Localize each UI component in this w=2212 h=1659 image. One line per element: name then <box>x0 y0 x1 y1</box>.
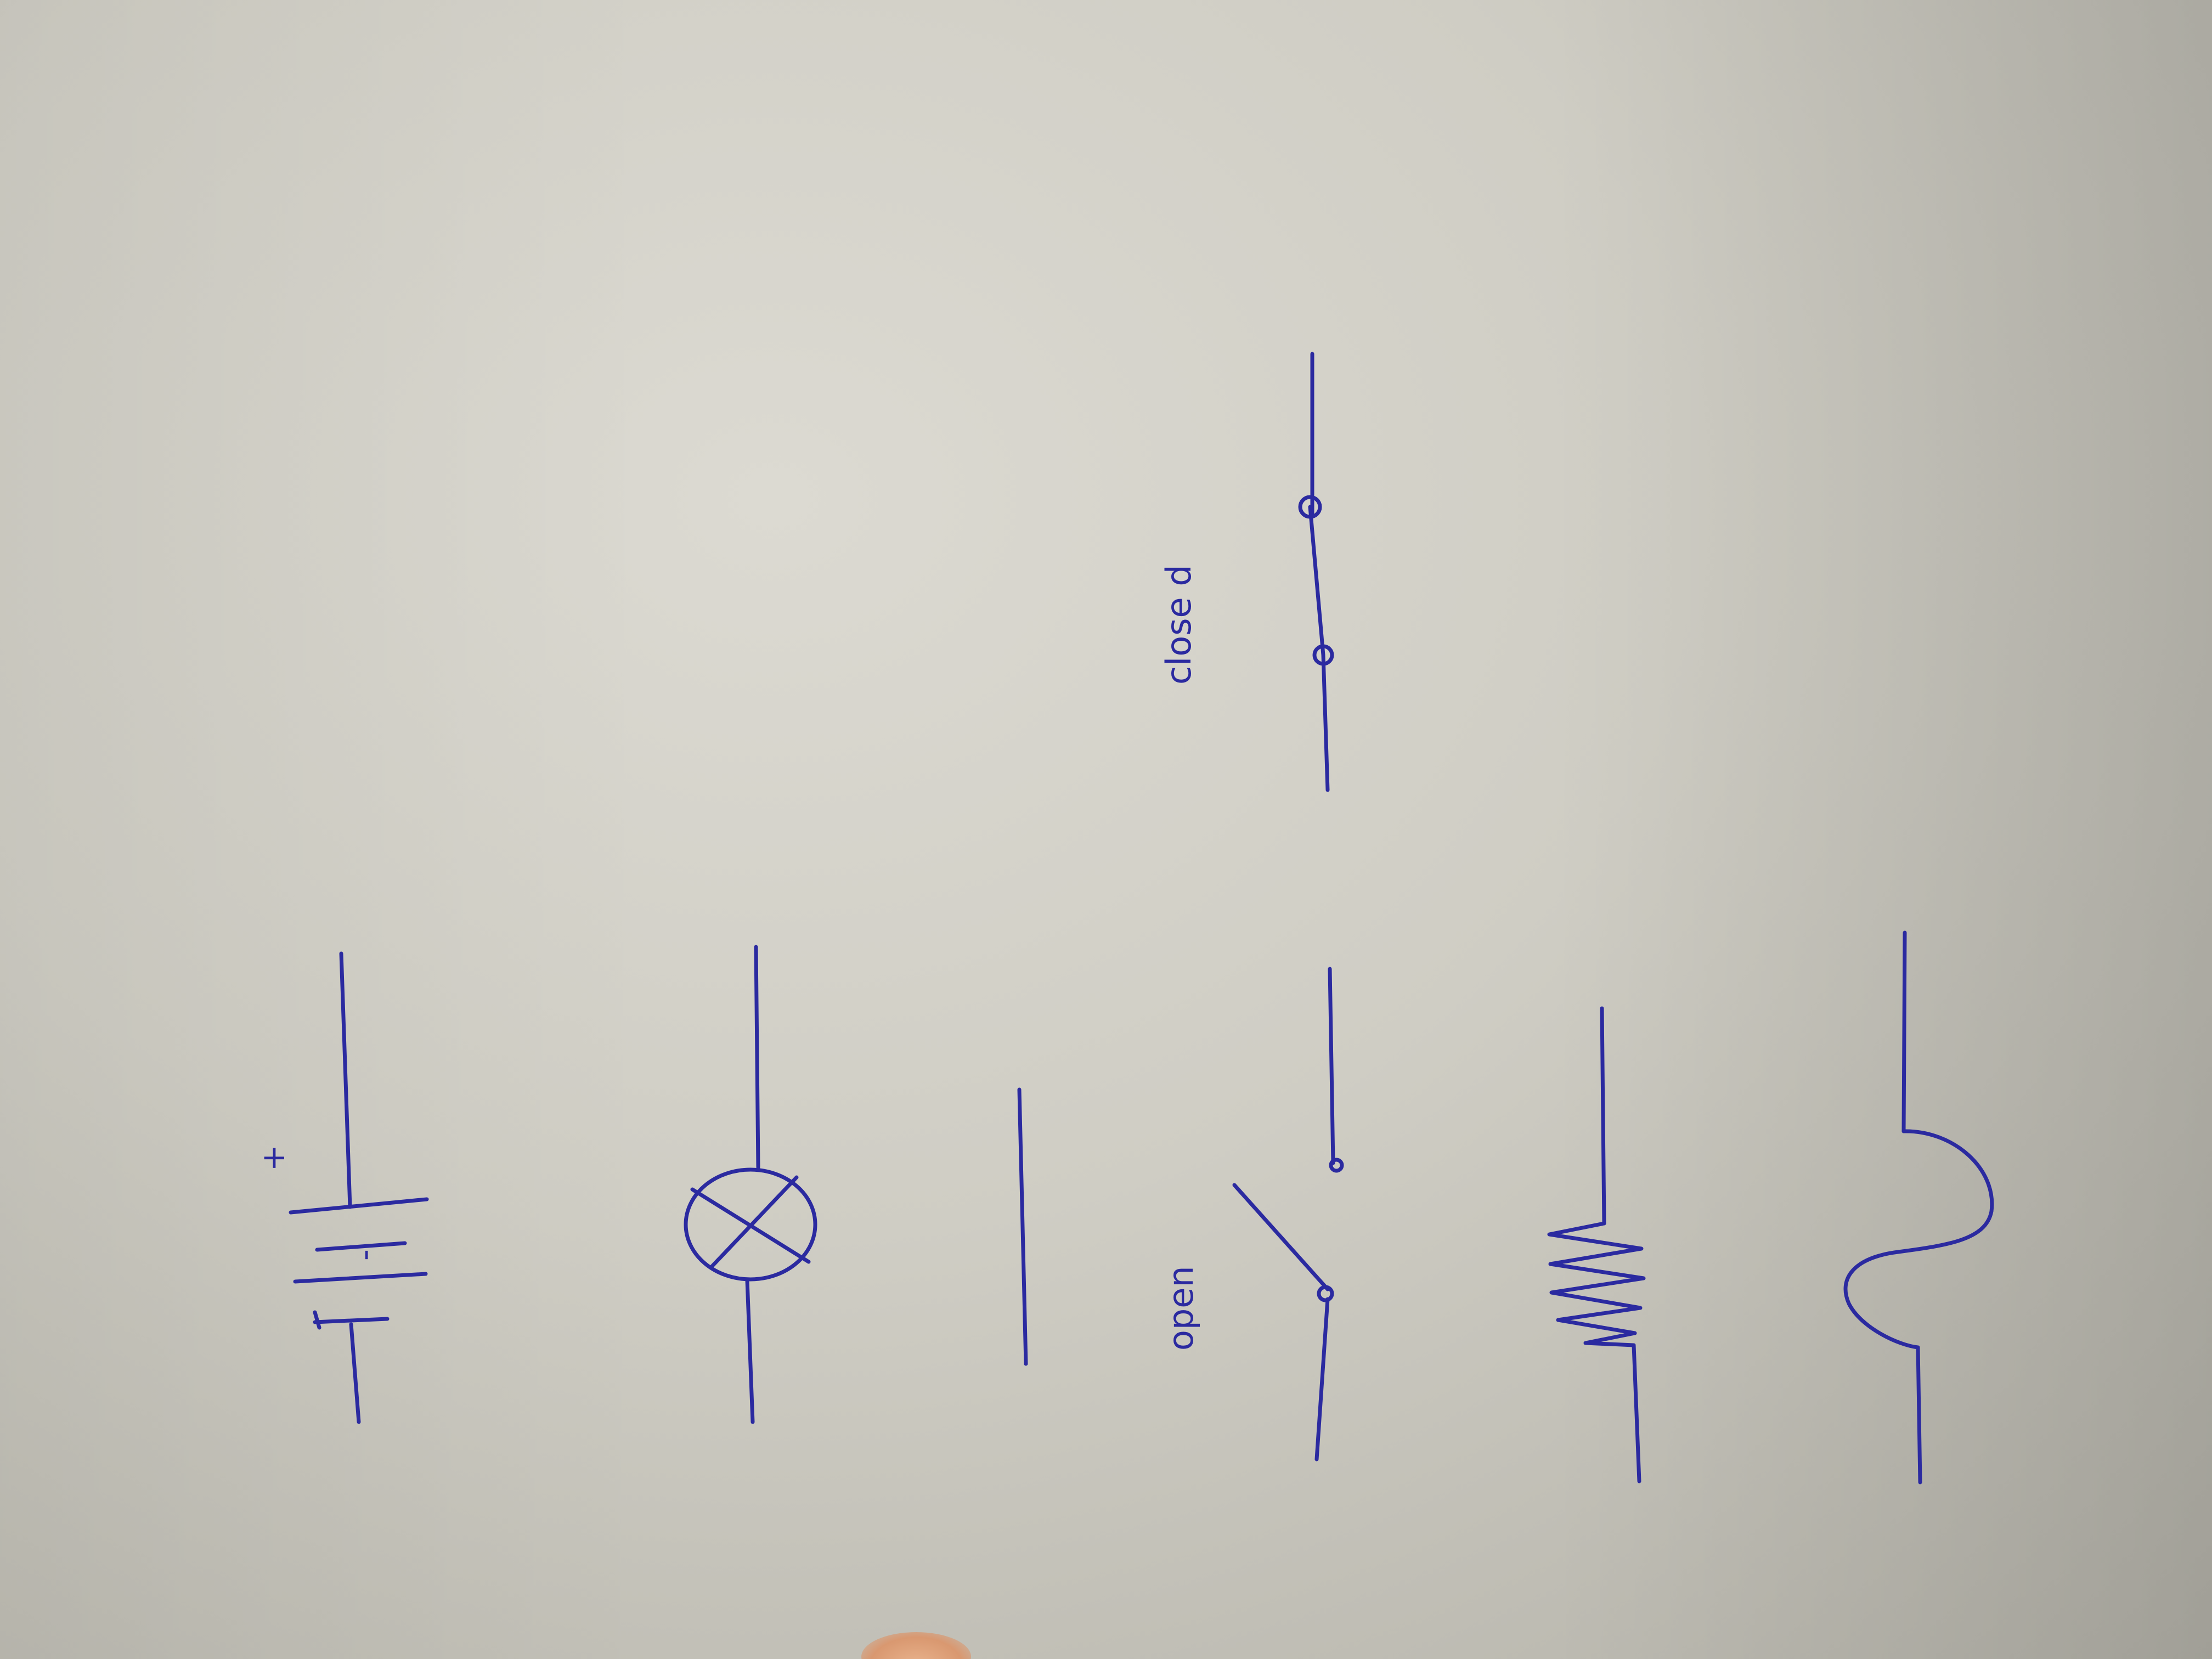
battery-lead-top <box>339 951 352 1209</box>
switch-closed-symbol: close d <box>1159 352 1334 792</box>
switch-closed-label: close d <box>1159 565 1199 685</box>
battery-symbol: + - <box>255 951 429 1424</box>
wire-line <box>1017 1087 1028 1366</box>
switch-open-label: open <box>1161 1266 1201 1351</box>
battery-plate-short-2 <box>313 1317 390 1324</box>
lamp-cross-2 <box>710 1175 799 1268</box>
fuse-curve <box>1843 1129 1994 1350</box>
battery-tick <box>313 1310 321 1330</box>
battery-plate-long-1 <box>289 1197 429 1215</box>
battery-lead-bottom <box>349 1322 361 1424</box>
switch-open-pivot <box>1317 1285 1334 1302</box>
switch-open-contact-top <box>1329 1158 1344 1173</box>
lamp-circle <box>684 1167 817 1282</box>
fuse-lead-bottom <box>1916 1345 1922 1485</box>
battery-plus-label: + <box>255 1144 292 1171</box>
battery-plate-short-1 <box>315 1241 407 1252</box>
switch-open-lead-top <box>1328 967 1335 1165</box>
battery-plate-long-2 <box>293 1272 428 1284</box>
switch-open-symbol: open <box>1161 967 1344 1462</box>
resistor-symbol <box>1547 1006 1646 1483</box>
lamp-symbol <box>684 945 817 1424</box>
fuse-symbol <box>1843 930 1994 1485</box>
resistor-lead-bottom <box>1632 1343 1641 1483</box>
lamp-lead-bottom <box>745 1278 755 1424</box>
switch-open-lever <box>1232 1183 1330 1291</box>
resistor-zigzag <box>1547 1221 1646 1347</box>
lamp-lead-top <box>754 945 760 1170</box>
resistor-lead-top <box>1600 1006 1606 1226</box>
wire-symbol <box>1017 1087 1028 1366</box>
switch-open-lead-bottom <box>1314 1297 1330 1462</box>
switch-closed-lead-bottom <box>1321 653 1330 792</box>
battery-minus-label: - <box>346 1249 383 1261</box>
switch-closed-blade <box>1308 505 1325 657</box>
fuse-lead-top <box>1901 930 1907 1133</box>
